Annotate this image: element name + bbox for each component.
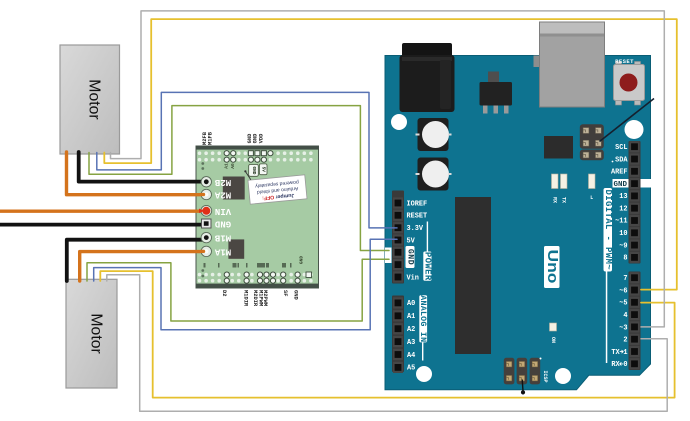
svg-text:M1A: M1A [214,246,231,256]
svg-text:GND: GND [251,166,256,174]
svg-text:A0: A0 [407,300,415,308]
svg-text:GND: GND [247,133,253,143]
svg-text:5V: 5V [407,237,416,245]
svg-text:1: 1 [623,349,627,357]
svg-text:TX: TX [560,197,566,203]
svg-text:4: 4 [623,312,627,320]
svg-text:~9: ~9 [619,242,627,250]
svg-text:A1: A1 [407,313,415,321]
svg-text:2: 2 [623,337,627,345]
svg-text:IOREF: IOREF [407,200,428,208]
svg-text:L: L [590,195,593,201]
svg-text:Vin: Vin [407,275,419,283]
svg-text:8: 8 [623,255,627,263]
svg-text:M2DIR: M2DIR [252,290,258,307]
svg-text:3.3V: 3.3V [407,225,424,233]
svg-text:A5: A5 [407,365,415,373]
svg-text:0: 0 [623,361,627,369]
svg-text:Motor: Motor [88,313,105,353]
svg-text:A3: A3 [407,339,415,347]
svg-text:RX: RX [551,197,557,203]
svg-text:M2B: M2B [214,177,231,187]
svg-text:~11: ~11 [615,218,627,226]
svg-text:TX: TX [611,349,620,357]
svg-text:GND: GND [292,290,298,300]
svg-text:GND: GND [298,256,304,264]
svg-text:7: 7 [623,275,627,283]
svg-text:M2PWM: M2PWM [262,290,268,306]
svg-text:ANALOG IN: ANALOG IN [418,295,428,342]
svg-text:M1FB: M1FB [208,131,214,145]
svg-text:SF: SF [282,290,288,296]
svg-text:POWER: POWER [422,252,432,281]
svg-text:GND: GND [253,133,259,143]
svg-text:Uno: Uno [544,250,560,284]
svg-text:12: 12 [619,205,627,213]
svg-text:5V: 5V [261,167,266,173]
svg-text:ICSP: ICSP [542,370,548,382]
svg-text:M1B: M1B [214,233,231,243]
svg-text:GND: GND [406,249,415,265]
svg-text:RX: RX [611,361,620,369]
svg-text:ON: ON [550,337,556,343]
svg-text:A4: A4 [407,352,415,360]
svg-text:VIN: VIN [215,206,231,216]
svg-text:RESET: RESET [615,58,634,65]
svg-text:DIGITAL - PWM~: DIGITAL - PWM~ [603,190,613,271]
svg-text:VDD: VDD [259,133,265,143]
svg-text:D2: D2 [221,290,227,296]
svg-text:SCL: SCL [615,144,627,152]
svg-text:GND: GND [214,219,231,229]
svg-text:10: 10 [619,230,627,238]
svg-text:~5: ~5 [619,300,627,308]
svg-text:13: 13 [619,193,627,201]
svg-text:powered separately: powered separately [254,179,299,189]
svg-text:A1: A1 [224,163,230,169]
svg-text:Arduino and shield: Arduino and shield [256,185,298,195]
svg-text:AREF: AREF [611,169,628,177]
svg-text:~6: ~6 [619,287,627,295]
svg-text:A2: A2 [407,326,415,334]
svg-text:RESET: RESET [407,213,428,221]
svg-text:Jumper OFF:: Jumper OFF: [262,192,295,201]
svg-text:Motor: Motor [86,79,103,119]
svg-text:M2A: M2A [214,190,231,200]
svg-text:M1DIR: M1DIR [242,290,248,307]
svg-text:~3: ~3 [619,324,627,332]
svg-text:GND: GND [614,181,628,189]
svg-text:M1PWM: M1PWM [257,290,263,306]
svg-text:SDA: SDA [615,156,628,164]
svg-text:A0: A0 [230,163,236,169]
svg-text:M2FB: M2FB [202,131,208,145]
